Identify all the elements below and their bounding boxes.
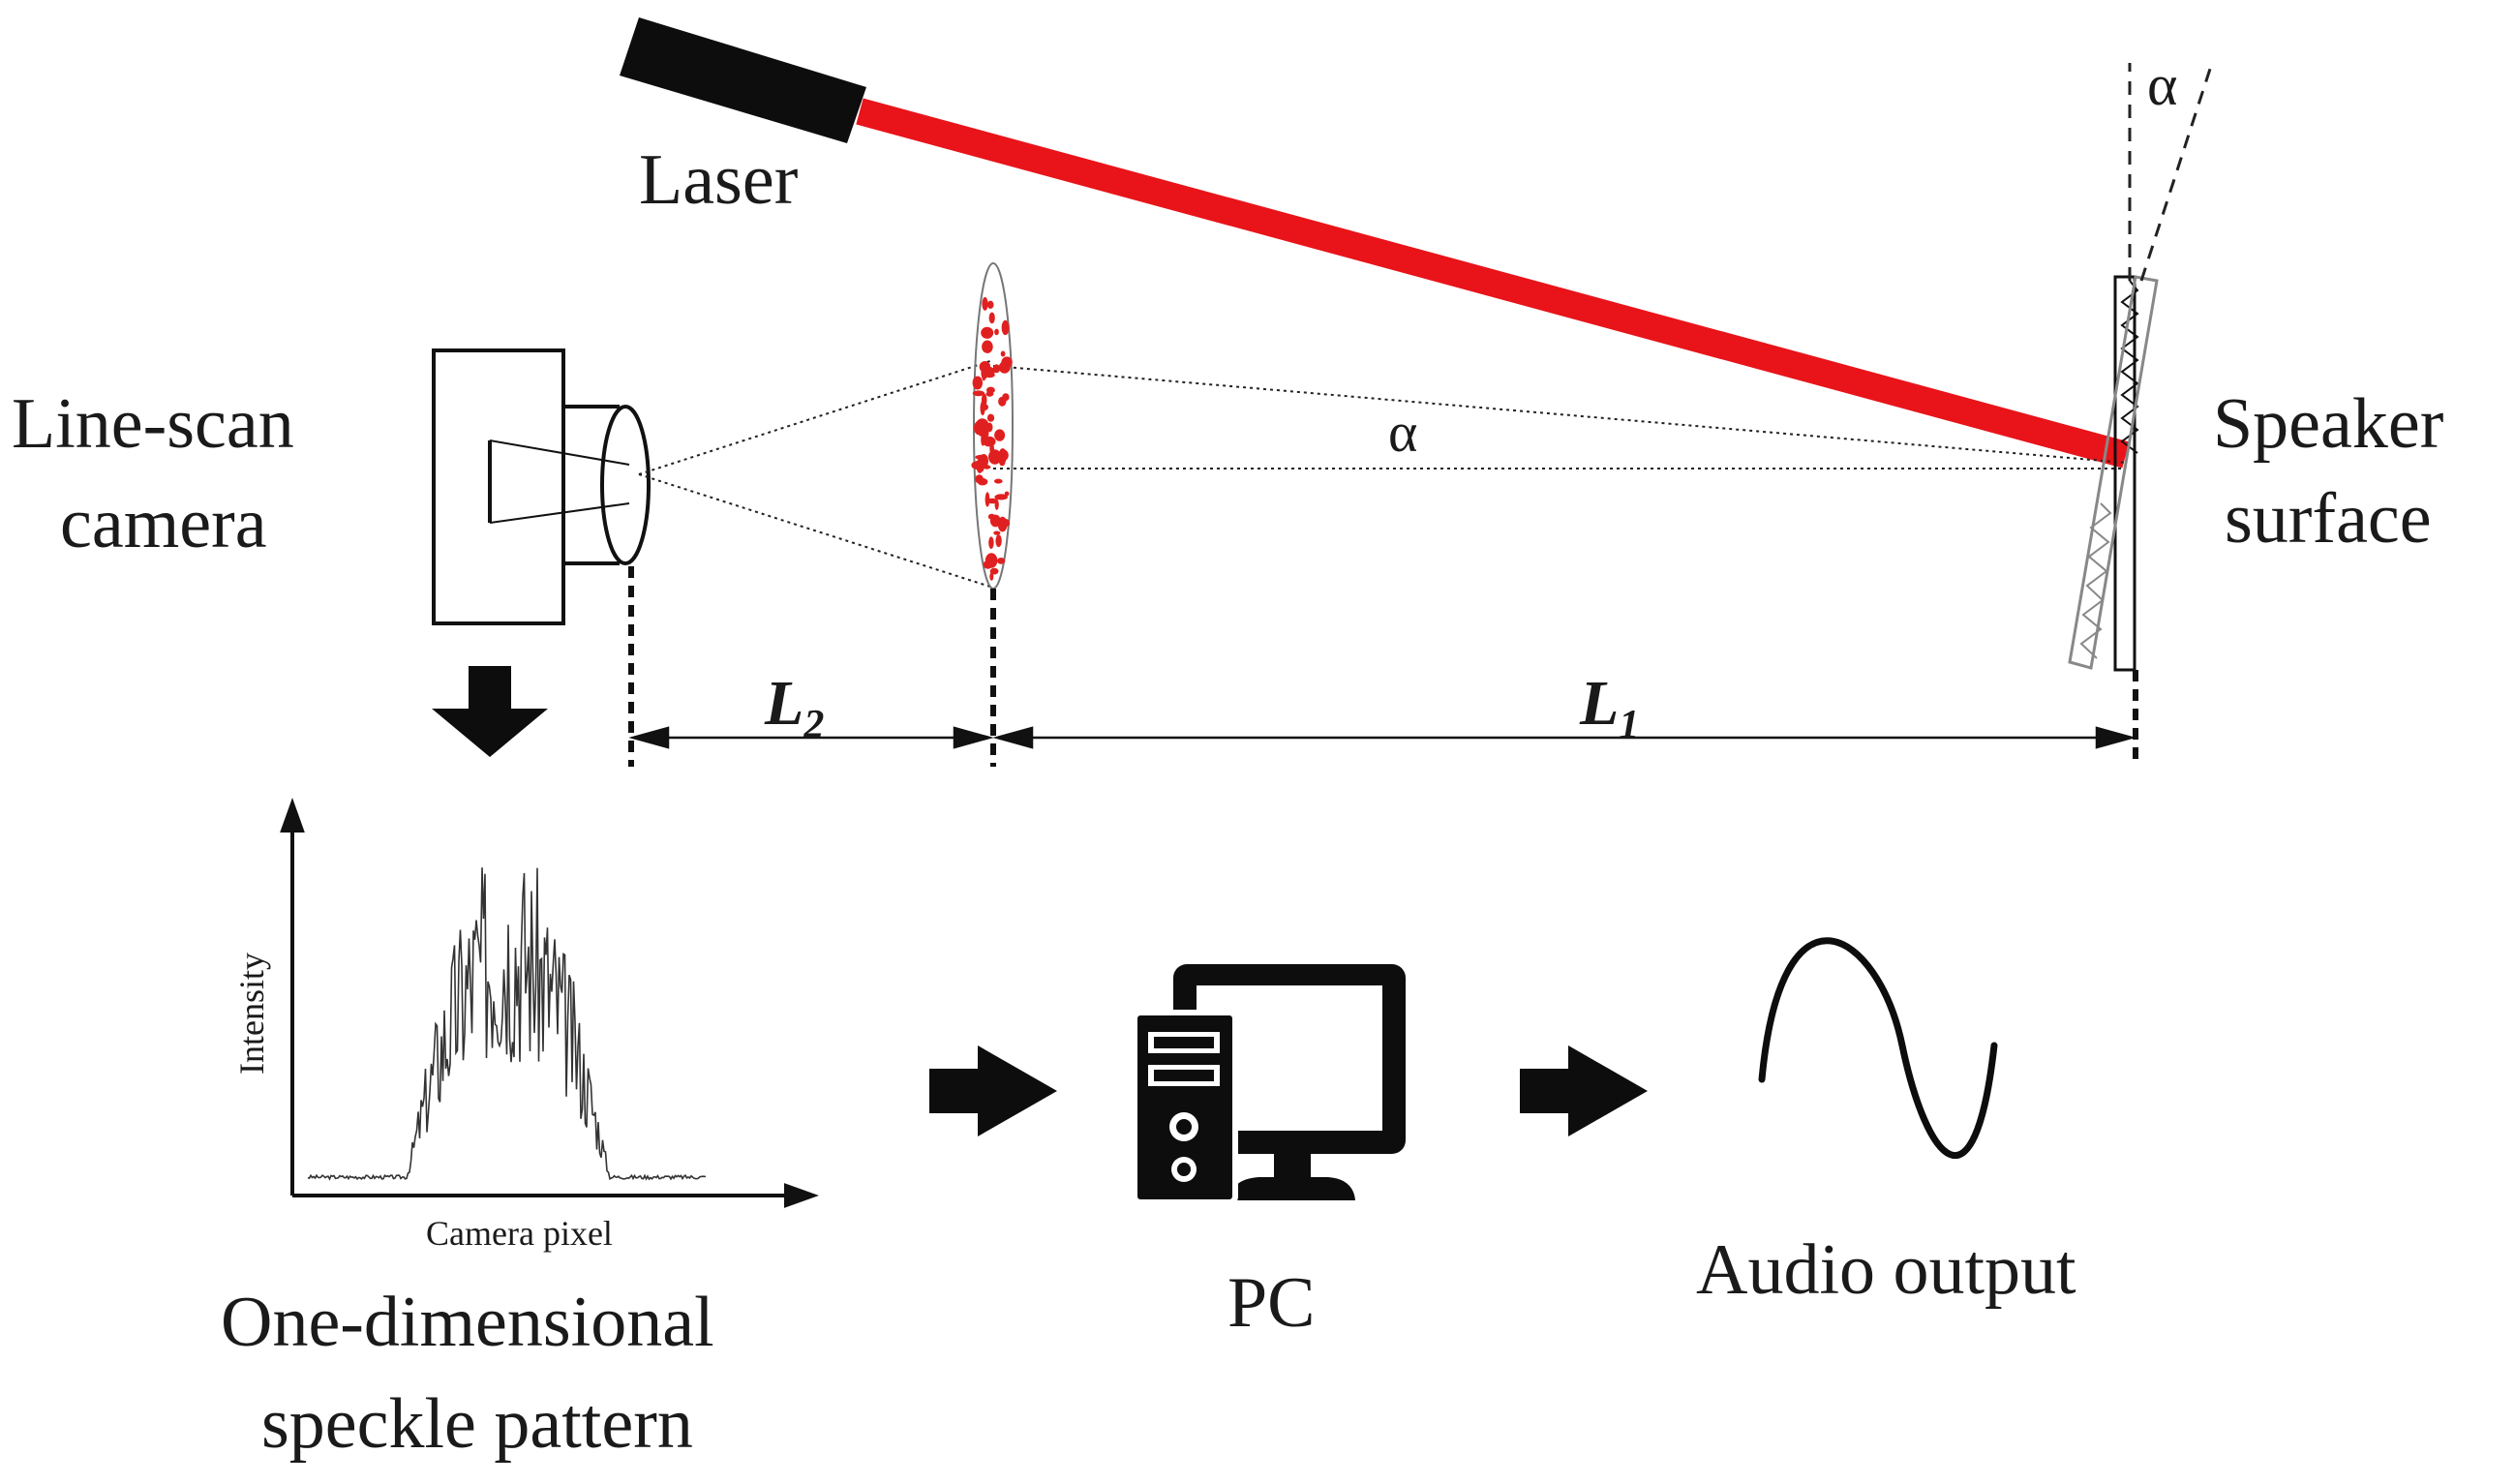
audio-label: Audio output [1696,1230,2076,1310]
speckle-dot [994,328,999,336]
speckle-dot [993,530,1001,535]
speckle-dot [971,461,985,470]
speckle-dot [998,448,1008,464]
speckle-dot [1001,319,1010,336]
speckle-dot [1002,393,1010,402]
arrow-right-icon-2 [1520,1045,1648,1136]
speckle-dot [981,428,989,439]
dim-l1-letter: L [1579,668,1619,739]
dim-l1-subscript: 1 [1619,703,1639,747]
speckle-dot [983,465,991,469]
optical-rays [638,359,2127,589]
speaker-surface-icon [2068,275,2159,672]
camera-label-line1: Line-scan [12,384,294,464]
speckle-dot [981,365,986,381]
speckle-dot [992,364,1001,374]
speckle-dot [1004,491,1010,497]
speckle-dot [994,499,999,510]
dimension-l2 [628,726,994,749]
computer-icon [1132,964,1406,1205]
speckle-dot [998,361,1011,374]
speckle-dot [994,429,1006,441]
plot-x-label: Camera pixel [426,1214,613,1253]
speckle-dot [1000,350,1006,357]
speaker-label-line2: surface [2225,479,2432,559]
reference-lines [628,566,2138,767]
speckle-dot [995,534,1002,548]
line-scan-camera-icon [432,348,651,625]
speckle-dot [997,516,1008,532]
speckle-dot [985,372,995,379]
speckle-dot [972,376,983,390]
sine-wave-icon [1758,937,1998,1160]
pc-label: PC [1227,1263,1316,1343]
speckle-dot [994,494,1008,500]
speckle-dot [981,404,988,410]
speckle-dot [972,390,985,397]
laser-icon [620,17,866,143]
speckle-dot [985,391,994,397]
speckle-dot [985,492,990,507]
speckle-dot [988,312,995,324]
speckle-dot [975,474,984,484]
speckle-dot [976,418,989,431]
plot-y-label: Intensity [232,953,271,1075]
alpha-tilt-label: α [2147,53,2177,117]
dim-l2-letter: L [764,668,803,739]
speckle-trace [307,867,707,1181]
laser-label: Laser [639,140,798,220]
dim-l1-label: L1 [1579,668,1639,747]
laser-beam [856,98,2130,469]
speckle-dot [987,513,995,520]
speckle-dot [989,572,994,581]
speckle-label-line2: speckle pattern [261,1384,693,1464]
speckle-spot-icon [971,262,1014,590]
dimension-l1 [992,726,2136,749]
speckle-dot [986,300,994,309]
arrow-down-icon [432,666,548,757]
speckle-dot [989,441,994,455]
speaker-label-line1: Speaker [2213,384,2443,464]
speckle-dot [982,340,993,353]
speckle-dot [975,454,988,460]
speckle-dot [981,326,994,339]
alpha-angle-label: α [1388,401,1417,464]
speckle-dot [986,413,995,422]
arrow-right-icon [929,1045,1057,1136]
tilt-angle-lines [2128,62,2214,282]
camera-label-line2: camera [60,484,267,563]
speckle-label-line1: One-dimensional [221,1283,714,1362]
speckle-dot [983,560,993,569]
dim-l2-subscript: 2 [803,703,824,747]
speckle-plot: Intensity Camera pixel [232,798,819,1253]
speckle-dot [988,536,994,549]
dim-l2-label: L2 [764,668,824,747]
speckle-dot [996,558,1006,564]
speckle-dot [994,478,1003,484]
speckle-dot [982,296,988,311]
